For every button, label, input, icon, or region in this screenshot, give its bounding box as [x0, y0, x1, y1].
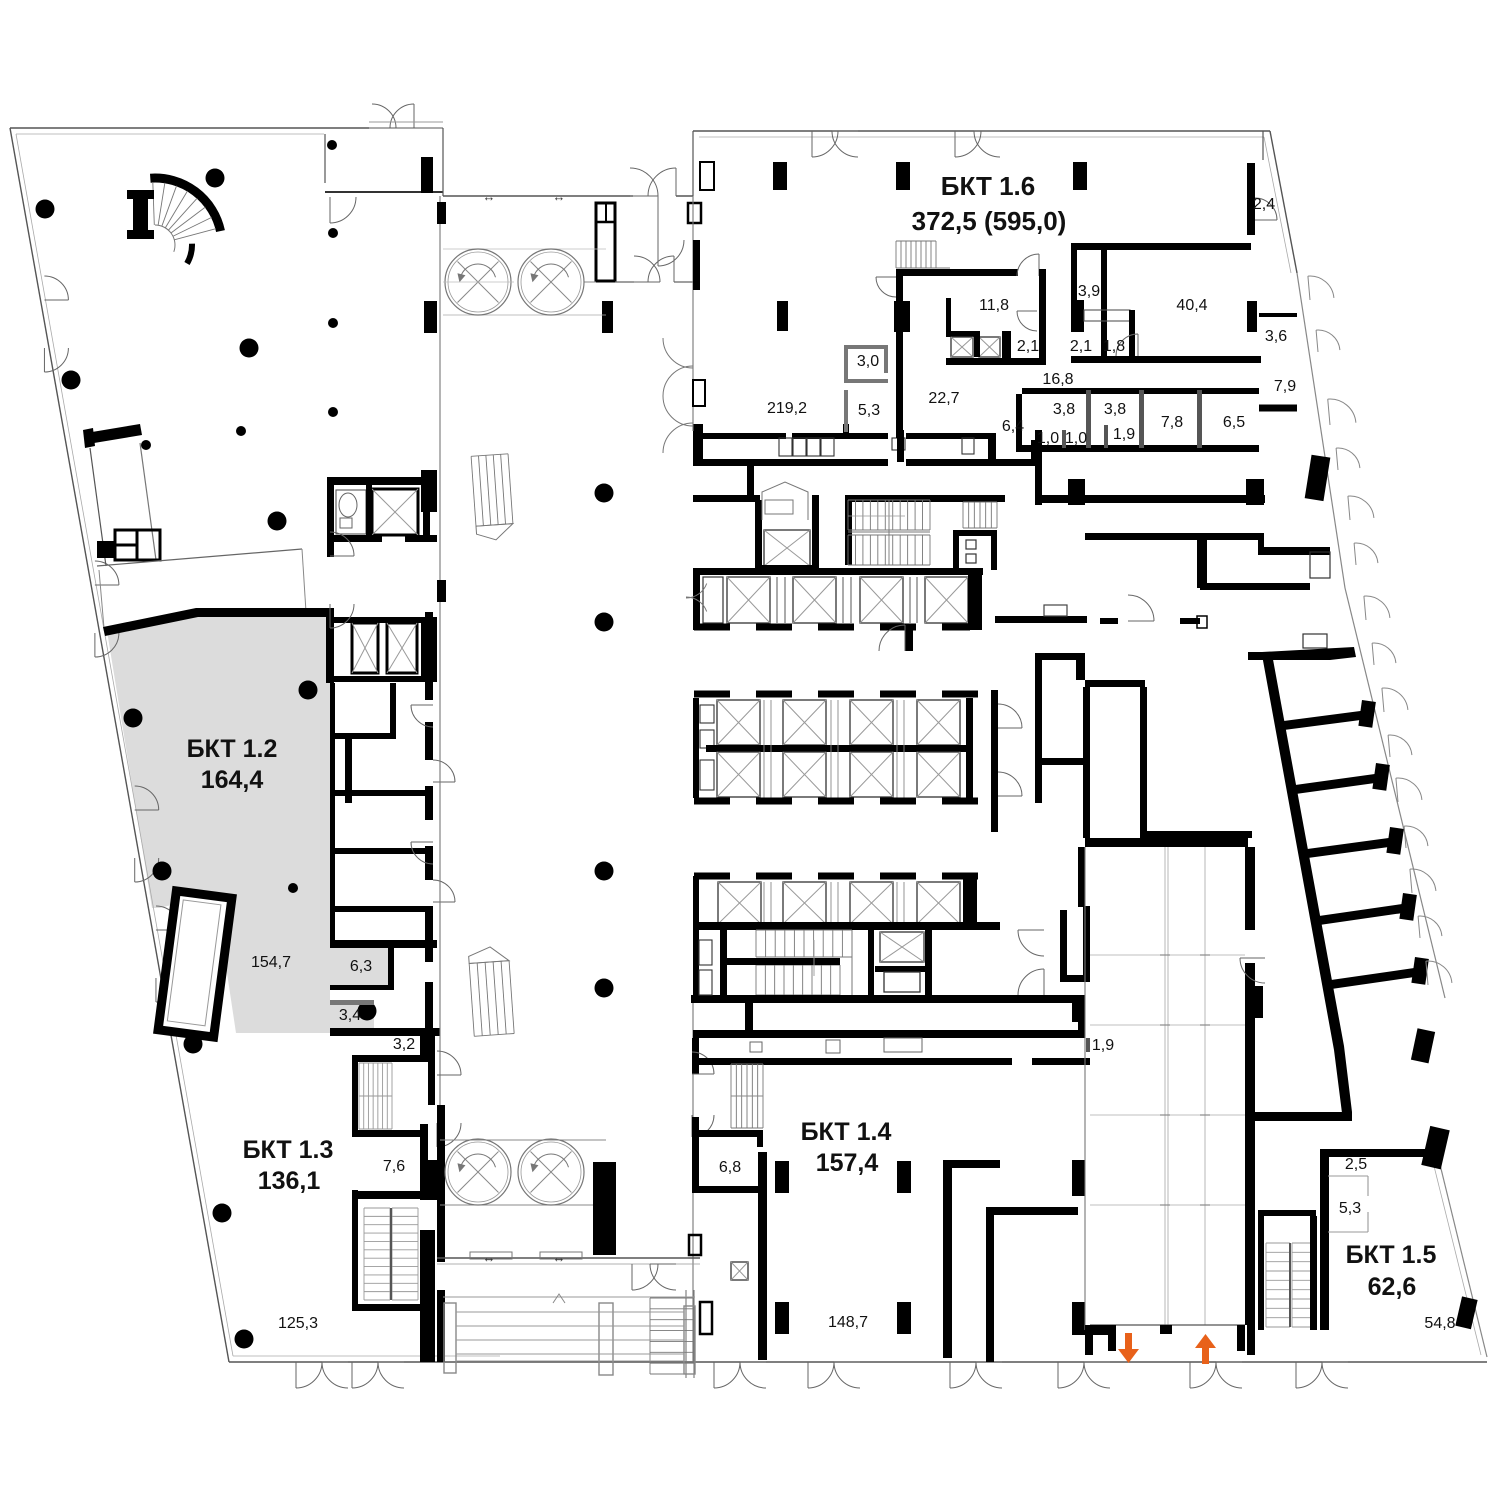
- svg-text:7,6: 7,6: [383, 1158, 405, 1175]
- svg-text:3,2: 3,2: [393, 1036, 415, 1053]
- svg-text:↔: ↔: [553, 1250, 566, 1265]
- svg-text:372,5 (595,0): 372,5 (595,0): [912, 206, 1067, 236]
- svg-text:1,0: 1,0: [1037, 430, 1059, 447]
- svg-text:6,8: 6,8: [719, 1159, 741, 1176]
- svg-text:1,9: 1,9: [1092, 1037, 1114, 1054]
- svg-text:БКТ 1.4: БКТ 1.4: [801, 1118, 892, 1146]
- svg-text:154,7: 154,7: [251, 954, 291, 971]
- svg-text:2,1: 2,1: [1070, 338, 1092, 355]
- svg-text:↔: ↔: [483, 1250, 496, 1265]
- svg-text:62,6: 62,6: [1368, 1273, 1417, 1301]
- svg-text:157,4: 157,4: [816, 1149, 879, 1177]
- svg-text:3,9: 3,9: [1078, 283, 1100, 300]
- svg-text:164,4: 164,4: [201, 766, 264, 794]
- svg-text:3,0: 3,0: [857, 353, 879, 370]
- svg-text:136,1: 136,1: [258, 1167, 321, 1195]
- svg-text:1,0: 1,0: [1065, 430, 1087, 447]
- svg-text:БКТ 1.3: БКТ 1.3: [243, 1136, 334, 1164]
- svg-text:40,4: 40,4: [1176, 297, 1207, 314]
- svg-text:1,9: 1,9: [1113, 426, 1135, 443]
- svg-text:3,6: 3,6: [1265, 328, 1287, 345]
- svg-text:2,4: 2,4: [1253, 196, 1275, 213]
- svg-text:3,4: 3,4: [339, 1007, 361, 1024]
- svg-text:16,8: 16,8: [1042, 371, 1073, 388]
- svg-text:22,7: 22,7: [928, 390, 959, 407]
- svg-text:↔: ↔: [553, 189, 566, 204]
- svg-text:БКТ 1.6: БКТ 1.6: [941, 171, 1035, 201]
- svg-text:6,4: 6,4: [1002, 418, 1024, 435]
- svg-text:3,8: 3,8: [1053, 401, 1075, 418]
- svg-text:БКТ 1.2: БКТ 1.2: [187, 735, 278, 763]
- svg-text:7,8: 7,8: [1161, 414, 1183, 431]
- svg-text:219,2: 219,2: [767, 400, 807, 417]
- svg-text:5,3: 5,3: [858, 402, 880, 419]
- svg-text:125,3: 125,3: [278, 1315, 318, 1332]
- svg-text:6,3: 6,3: [350, 958, 372, 975]
- svg-text:3,8: 3,8: [1104, 401, 1126, 418]
- svg-text:2,5: 2,5: [1345, 1156, 1367, 1173]
- svg-text:БКТ 1.5: БКТ 1.5: [1346, 1241, 1437, 1269]
- svg-text:54,8: 54,8: [1424, 1315, 1455, 1332]
- svg-text:5,3: 5,3: [1339, 1200, 1361, 1217]
- svg-text:11,8: 11,8: [979, 297, 1009, 314]
- svg-text:1,8: 1,8: [1103, 338, 1125, 355]
- svg-text:↔: ↔: [483, 189, 496, 204]
- svg-text:7,9: 7,9: [1274, 378, 1296, 395]
- svg-text:6,5: 6,5: [1223, 414, 1245, 431]
- svg-text:148,7: 148,7: [828, 1314, 868, 1331]
- svg-text:2,1: 2,1: [1017, 338, 1039, 355]
